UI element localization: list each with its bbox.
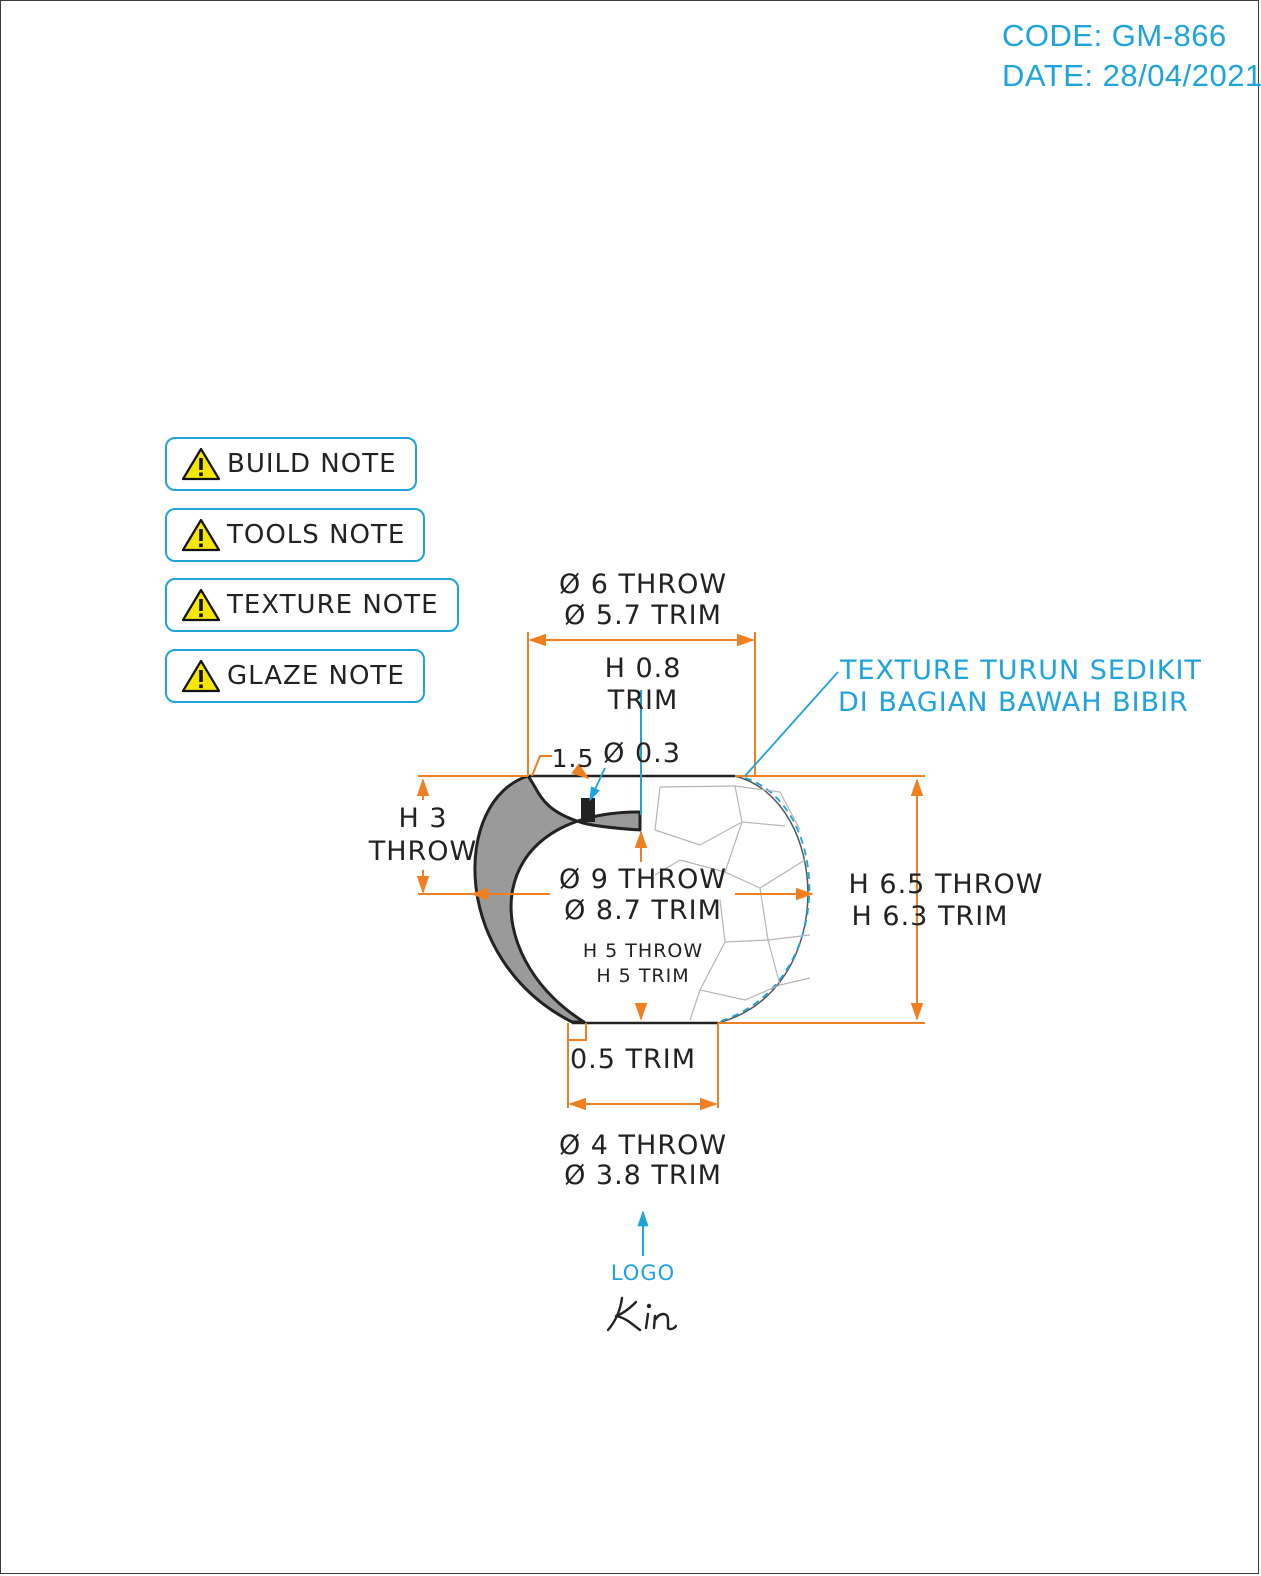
upper-height-throw-label: THROW	[368, 836, 478, 867]
total-height-throw-label: H 6.5 THROW	[849, 869, 1044, 900]
base-thickness-label: 0.5 TRIM	[570, 1044, 696, 1075]
lip-height-label: H 0.8	[605, 653, 682, 684]
build-note-button[interactable]: BUILD NOTE	[165, 437, 417, 491]
texture-annotation-line-2: DI BAGIAN BAWAH BIBIR	[838, 687, 1189, 718]
tools-note-label: TOOLS NOTE	[227, 520, 406, 550]
logo-signature	[606, 1296, 678, 1332]
rim-trim-label: Ø 5.7 TRIM	[564, 600, 722, 631]
upper-height-label: H 3	[398, 803, 447, 834]
total-height-trim-label: H 6.3 TRIM	[852, 901, 1009, 932]
warning-icon	[181, 659, 221, 693]
inner-height-trim-label: H 5 TRIM	[596, 965, 689, 987]
foot-trim-label: Ø 3.8 TRIM	[564, 1160, 722, 1191]
title-block: CODE: GM-866 DATE: 28/04/2021	[1002, 16, 1261, 96]
glaze-note-button[interactable]: GLAZE NOTE	[165, 649, 425, 703]
inner-height-throw-label: H 5 THROW	[583, 940, 703, 962]
outer-profile	[717, 775, 809, 1024]
drawing-date: DATE: 28/04/2021	[1002, 58, 1261, 93]
lip-marker	[581, 798, 595, 822]
warning-icon	[181, 588, 221, 622]
build-note-label: BUILD NOTE	[227, 449, 397, 479]
trim-profile	[717, 777, 811, 1023]
product-code: CODE: GM-866	[1002, 18, 1227, 53]
warning-icon	[181, 447, 221, 481]
lip-height-trim-label: TRIM	[607, 685, 679, 716]
body-throw-label: Ø 9 THROW	[559, 864, 727, 895]
body-trim-label: Ø 8.7 TRIM	[564, 895, 722, 926]
foot-throw-label: Ø 4 THROW	[559, 1130, 727, 1161]
lip-thickness-label: 1.5	[552, 744, 595, 773]
glaze-note-label: GLAZE NOTE	[227, 661, 405, 691]
warning-icon	[181, 518, 221, 552]
annotation-leader	[744, 671, 839, 777]
texture-note-button[interactable]: TEXTURE NOTE	[165, 578, 459, 632]
texture-note-label: TEXTURE NOTE	[227, 590, 439, 620]
lip-leader	[589, 767, 606, 802]
texture-pattern	[654, 785, 811, 1021]
dimension-lines	[416, 632, 925, 1111]
rim-throw-label: Ø 6 THROW	[559, 569, 727, 600]
lip-diameter-label: Ø 0.3	[603, 738, 681, 769]
texture-annotation-line-1: TEXTURE TURUN SEDIKIT	[839, 655, 1202, 686]
tools-note-button[interactable]: TOOLS NOTE	[165, 508, 426, 562]
logo-label: LOGO	[611, 1261, 675, 1285]
